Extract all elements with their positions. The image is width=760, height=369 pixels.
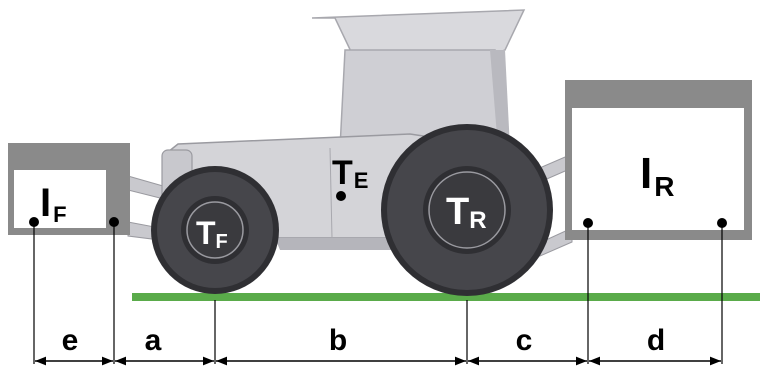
dim-label-c: c <box>516 324 533 357</box>
rear-ballast <box>565 80 752 240</box>
dim-label-e: e <box>62 324 79 357</box>
tractor-cabin <box>311 9 526 149</box>
front-wheel <box>151 166 279 294</box>
front-wheel-label: TF <box>196 215 228 253</box>
tractor-empty-label: TE <box>332 154 368 193</box>
rear-ballast-label: IR <box>640 149 674 202</box>
front-ballast-label: IF <box>40 181 67 227</box>
dim-label-d: d <box>647 324 665 357</box>
ground-line <box>132 293 760 301</box>
dim-label-a: a <box>145 324 162 357</box>
rear-wheel-label: TR <box>446 191 487 234</box>
dim-label-b: b <box>329 324 347 357</box>
reference-lines <box>33 222 723 364</box>
rear-wheel <box>381 124 553 296</box>
tractor-cog-point <box>336 191 346 201</box>
